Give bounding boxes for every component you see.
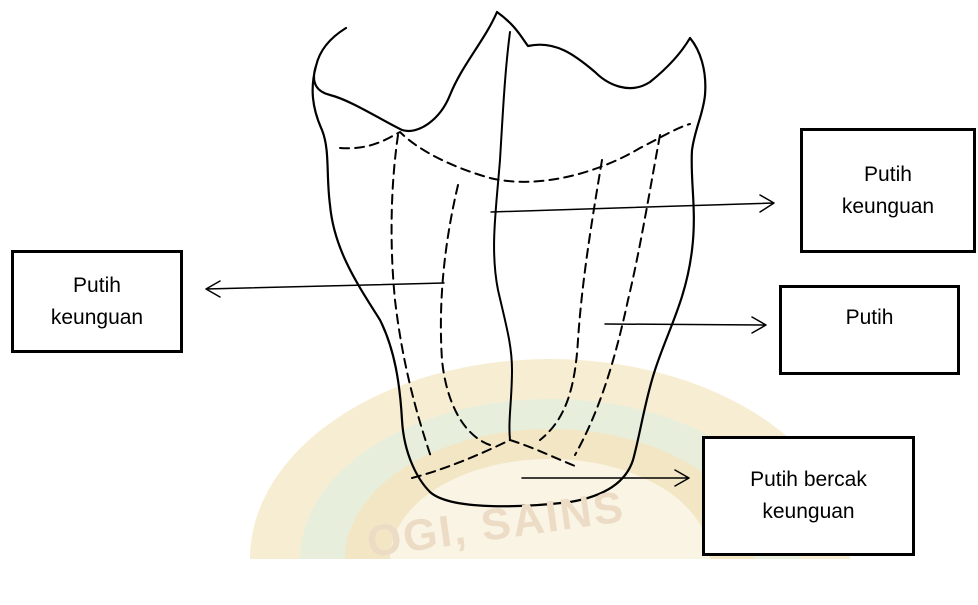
label-box-left: Putih keunguan	[11, 250, 183, 353]
arrow-left	[206, 281, 444, 297]
label-text-mid-right: Putih	[846, 302, 894, 334]
central-groove	[494, 32, 512, 370]
label-box-bottom-right: Putih bercak keunguan	[702, 436, 915, 556]
label-box-mid-right: Putih	[779, 285, 960, 375]
posterior-dashed-line	[340, 124, 690, 182]
label-text-bottom-right: Putih bercak keunguan	[750, 464, 867, 528]
label-box-top-right: Putih keunguan	[800, 128, 976, 253]
arrow-mid-right	[605, 317, 766, 333]
label-text-top-right: Putih keunguan	[842, 159, 934, 223]
arrow-top-right	[491, 195, 774, 212]
label-text-left: Putih keunguan	[51, 270, 143, 334]
